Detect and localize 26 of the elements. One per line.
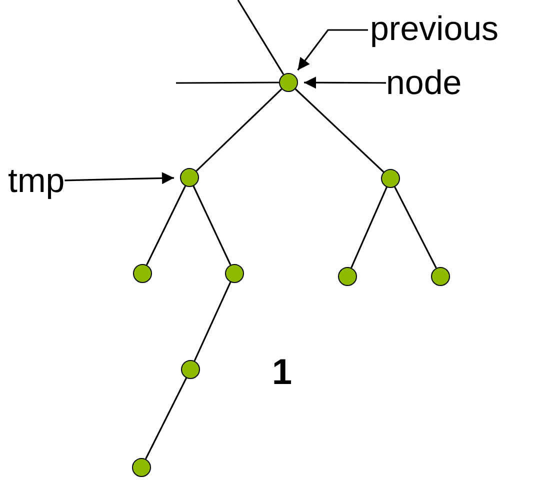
tree-edge [194, 282, 232, 362]
tree-node-circle [338, 267, 357, 286]
tree-edge [192, 186, 232, 266]
pointer-label: node [386, 66, 462, 100]
tree-node-circle [181, 360, 200, 379]
tree-node-circle [133, 264, 152, 283]
figure-number: 1 [272, 354, 292, 390]
tree-edge [176, 82, 279, 84]
pointer-label: tmp [8, 164, 65, 198]
tree-edge [196, 88, 282, 172]
pointer-arrow [64, 172, 174, 184]
tree-edge [350, 186, 388, 268]
pointer-label: previous [370, 12, 499, 46]
tree-edge [144, 378, 188, 460]
tree-edge [394, 186, 437, 268]
pointer-arrow [297, 29, 368, 71]
tree-node-circle [431, 267, 450, 286]
pointer-arrow [304, 76, 386, 89]
tree-node-circle [381, 169, 400, 188]
tree-node-circle [132, 458, 151, 477]
tree-edge [237, 0, 284, 75]
tree-edge [146, 186, 186, 266]
tree-node-circle [225, 264, 244, 283]
tree-node-circle [279, 73, 298, 92]
tree-node-circle [180, 168, 199, 187]
tree-edge [294, 88, 384, 173]
